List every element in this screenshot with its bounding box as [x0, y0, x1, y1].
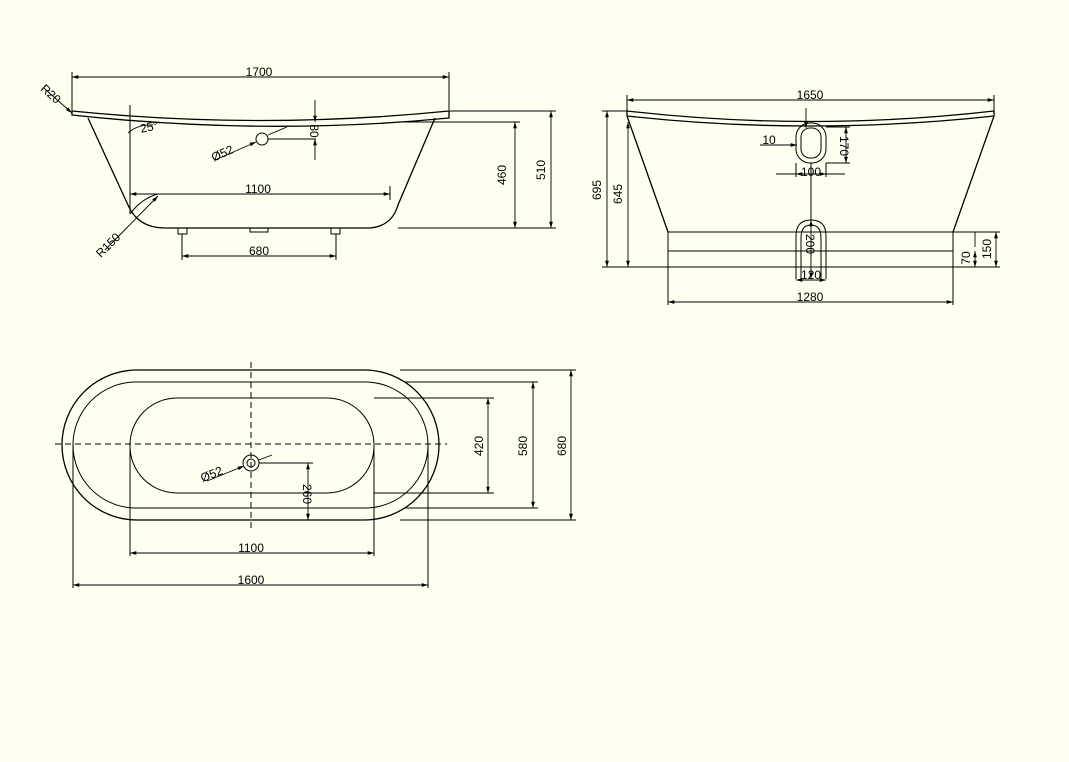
dim-end-170: 170: [837, 136, 851, 156]
end-rim: [626, 110, 995, 127]
dim-plan-1600: 1600: [238, 573, 265, 587]
plan-outer-rim: [61, 369, 440, 521]
dim-end-200: 200: [803, 234, 817, 254]
dim-side-1100: 1100: [245, 182, 271, 196]
dim-plan-1100: 1100: [238, 541, 264, 555]
dim-side-510: 510: [534, 160, 548, 180]
side-view: 1700 1100 680 R20 R150 25° Ø52 80 460: [38, 65, 556, 260]
dim-side-1700: 1700: [246, 65, 273, 79]
dim-end-100: 100: [801, 165, 821, 179]
side-overflow-circle: [255, 132, 269, 146]
plan-view: Ø52 260 420 580 680 1100 1600: [55, 362, 576, 588]
dim-end-70: 70: [959, 251, 973, 265]
dim-end-10: 10: [762, 133, 776, 147]
dim-side-angle: 25°: [139, 118, 160, 136]
side-waste-outlet: [249, 227, 269, 233]
plan-waste-inner: [246, 458, 256, 468]
dim-plan-waste-dia: Ø52: [198, 463, 225, 485]
dim-end-150: 150: [980, 239, 994, 259]
dim-side-80: 80: [307, 124, 321, 138]
side-rim: [71, 110, 450, 127]
side-foot-left: [177, 227, 188, 235]
dim-plan-260: 260: [300, 484, 314, 504]
dim-end-1650: 1650: [797, 88, 824, 102]
dim-side-r150: R150: [93, 230, 123, 260]
dim-end-645: 645: [611, 184, 625, 204]
dim-plan-680: 680: [555, 436, 569, 456]
dim-side-680: 680: [249, 244, 269, 258]
dim-side-r20: R20: [38, 81, 64, 106]
plan-basin: [129, 397, 375, 494]
dim-end-1280: 1280: [797, 290, 824, 304]
dim-side-overflow-dia: Ø52: [209, 142, 236, 164]
side-inner-line: [129, 193, 159, 215]
end-overflow-slot-inner: [800, 127, 822, 159]
end-view: 1650 10 170 100 200 120 1280 695: [590, 88, 1000, 305]
side-foot-right: [330, 227, 341, 235]
dim-end-695: 695: [590, 180, 604, 200]
dim-plan-420: 420: [472, 436, 486, 456]
end-shell: [626, 115, 995, 233]
dim-side-460: 460: [495, 165, 509, 185]
side-shell: [87, 117, 436, 229]
dim-plan-580: 580: [516, 436, 530, 456]
